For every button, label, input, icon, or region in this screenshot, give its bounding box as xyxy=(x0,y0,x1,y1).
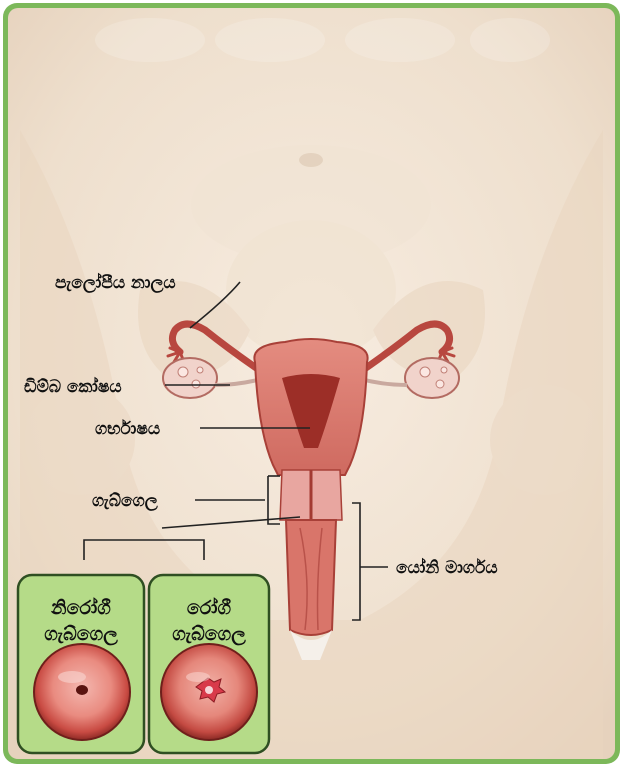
panel-diseased-cervix: රෝගී ගැබ්ගෙල xyxy=(149,575,269,753)
label-vagina: යෝනි මාර්ගය xyxy=(396,557,498,578)
label-uterus: ගර්භාෂය xyxy=(95,419,160,439)
panel-diseased-line2: ගැබ්ගෙල xyxy=(172,623,246,646)
panel-healthy-line2: ගැබ්ගෙල xyxy=(44,623,118,646)
label-ovary: ඩිම්බ කෝෂය xyxy=(24,376,122,397)
label-fallopian-tube: පැලෝපීය නාලය xyxy=(55,272,176,294)
label-cervix: ගැබ්ගෙල xyxy=(92,491,158,512)
vagina-shape xyxy=(286,520,336,635)
panel-healthy-line1: නිරෝගී xyxy=(50,597,111,619)
panel-healthy-cervix: නිරෝගී ගැබ්ගෙල xyxy=(18,575,144,753)
right-ovary xyxy=(405,358,459,398)
panel-diseased-line1: රෝගී xyxy=(187,597,232,619)
left-ovary xyxy=(163,358,217,398)
